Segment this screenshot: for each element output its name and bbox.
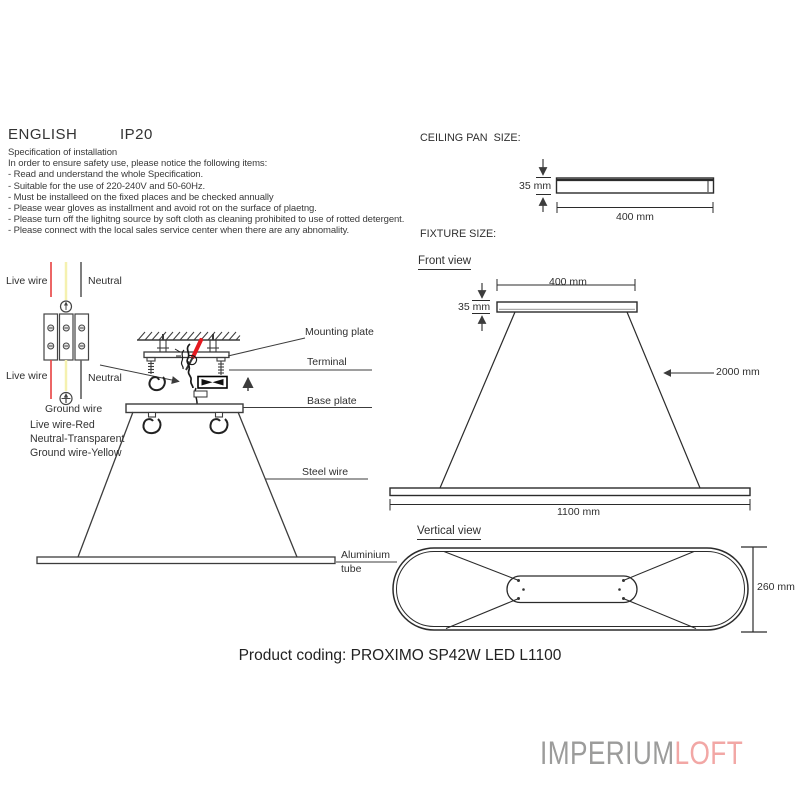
terminal-column-left (43, 313, 59, 361)
wire-color-legend: Live wire-Red Neutral-Transparent Ground… (30, 418, 124, 461)
specification-block: Specification of installation In order t… (8, 147, 404, 237)
fixture-size-title: FIXTURE SIZE: (420, 228, 497, 240)
ceiling-pan-width-dim: 400 mm (616, 211, 654, 223)
vertical-view-title: Vertical view (417, 525, 481, 540)
ceiling-pan-title: CEILING PAN SIZE: (420, 132, 521, 144)
canopy-shape (496, 301, 638, 313)
fixture-bar-shape (389, 487, 751, 497)
installation-diagram-art (36, 331, 397, 565)
base-plate-shape (125, 403, 244, 414)
canopy-width-dim: 400 mm (549, 276, 587, 288)
terminal-label: Terminal (307, 356, 347, 368)
language-label: ENGLISH (8, 126, 78, 143)
specification-item: - Please wear gloves as installment and … (8, 202, 317, 214)
screwdriver-handle (191, 338, 203, 359)
vertical-view-art (392, 546, 767, 633)
neutral-label-bottom: Neutral (88, 372, 122, 384)
ground-wire-label: Ground wire (45, 403, 103, 415)
specification-item: - Suitable for the use of 220-240V and 5… (8, 180, 206, 192)
legend-neutral: Neutral-Transparent (30, 433, 125, 446)
ceiling-hatching (137, 331, 241, 341)
base-plate-label: Base plate (307, 395, 357, 407)
upper-hook (148, 376, 166, 392)
brand-logo: IMPERIUMLOFT (540, 737, 743, 769)
aluminium-tube-shape (36, 556, 336, 565)
specification-item: - Please connect with the local sales se… (8, 225, 350, 237)
lower-hooks (142, 411, 229, 435)
terminal-pointer-arrow (99, 364, 180, 384)
aluminium-tube-label-line2: tube (341, 563, 362, 575)
terminal-connector (197, 375, 228, 389)
ip-rating-label: IP20 (120, 126, 153, 143)
ceiling-pan-shape (555, 177, 715, 194)
hanging-screws (146, 356, 226, 375)
steel-wire-left (77, 411, 134, 558)
brand-word-loft: LOFT (674, 735, 744, 771)
steel-wire-label: Steel wire (302, 466, 349, 478)
fixture-depth-dim: 260 mm (757, 581, 795, 593)
front-view-art (389, 279, 751, 511)
specification-item: - Read and understand the whole Specific… (8, 169, 204, 181)
steel-wire-right (237, 411, 298, 558)
terminal-column-right (74, 313, 90, 361)
specification-title: Specification of installation (8, 147, 118, 158)
canopy-height-dim: 35 mm (458, 301, 491, 313)
suspension-wire-right (626, 311, 701, 489)
brand-word-imperium: IMPERIUM (540, 735, 675, 771)
neutral-label-top: Neutral (88, 275, 122, 287)
terminal-column-middle (58, 313, 74, 361)
aluminium-tube-label-line1: Aluminium (341, 549, 391, 561)
ceiling-pan-height-dim: 35 mm (519, 180, 552, 192)
suspension-length-dim: 2000 mm (716, 366, 760, 378)
specification-item: - Please turn off the lighitng source by… (8, 214, 405, 226)
legend-live: Live wire-Red (30, 419, 95, 431)
fixture-outline-inner (396, 551, 745, 627)
ceiling-pan-art (536, 159, 715, 213)
center-pill-shape (506, 575, 638, 604)
attachment-dots (517, 579, 625, 600)
suspension-wire-left (439, 311, 516, 489)
wiring-diagram-art (43, 262, 180, 406)
live-wire-label-top: Live wire (6, 275, 48, 287)
live-wire-label-bottom: Live wire (6, 370, 48, 382)
legend-ground: Ground wire-Yellow (30, 447, 122, 460)
specification-item: - Must be installeed on the fixed places… (8, 191, 274, 203)
specification-intro: In order to ensure safety use, please no… (8, 158, 268, 170)
front-view-title: Front view (418, 255, 472, 270)
mounting-plate-shape (143, 351, 230, 359)
product-coding: Product coding: PROXIMO SP42W LED L1100 (238, 647, 562, 664)
terminal-screws (47, 324, 86, 350)
leader-lines (227, 337, 397, 563)
fixture-length-dim: 1100 mm (557, 506, 600, 518)
mounting-plate-label: Mounting plate (305, 326, 374, 338)
